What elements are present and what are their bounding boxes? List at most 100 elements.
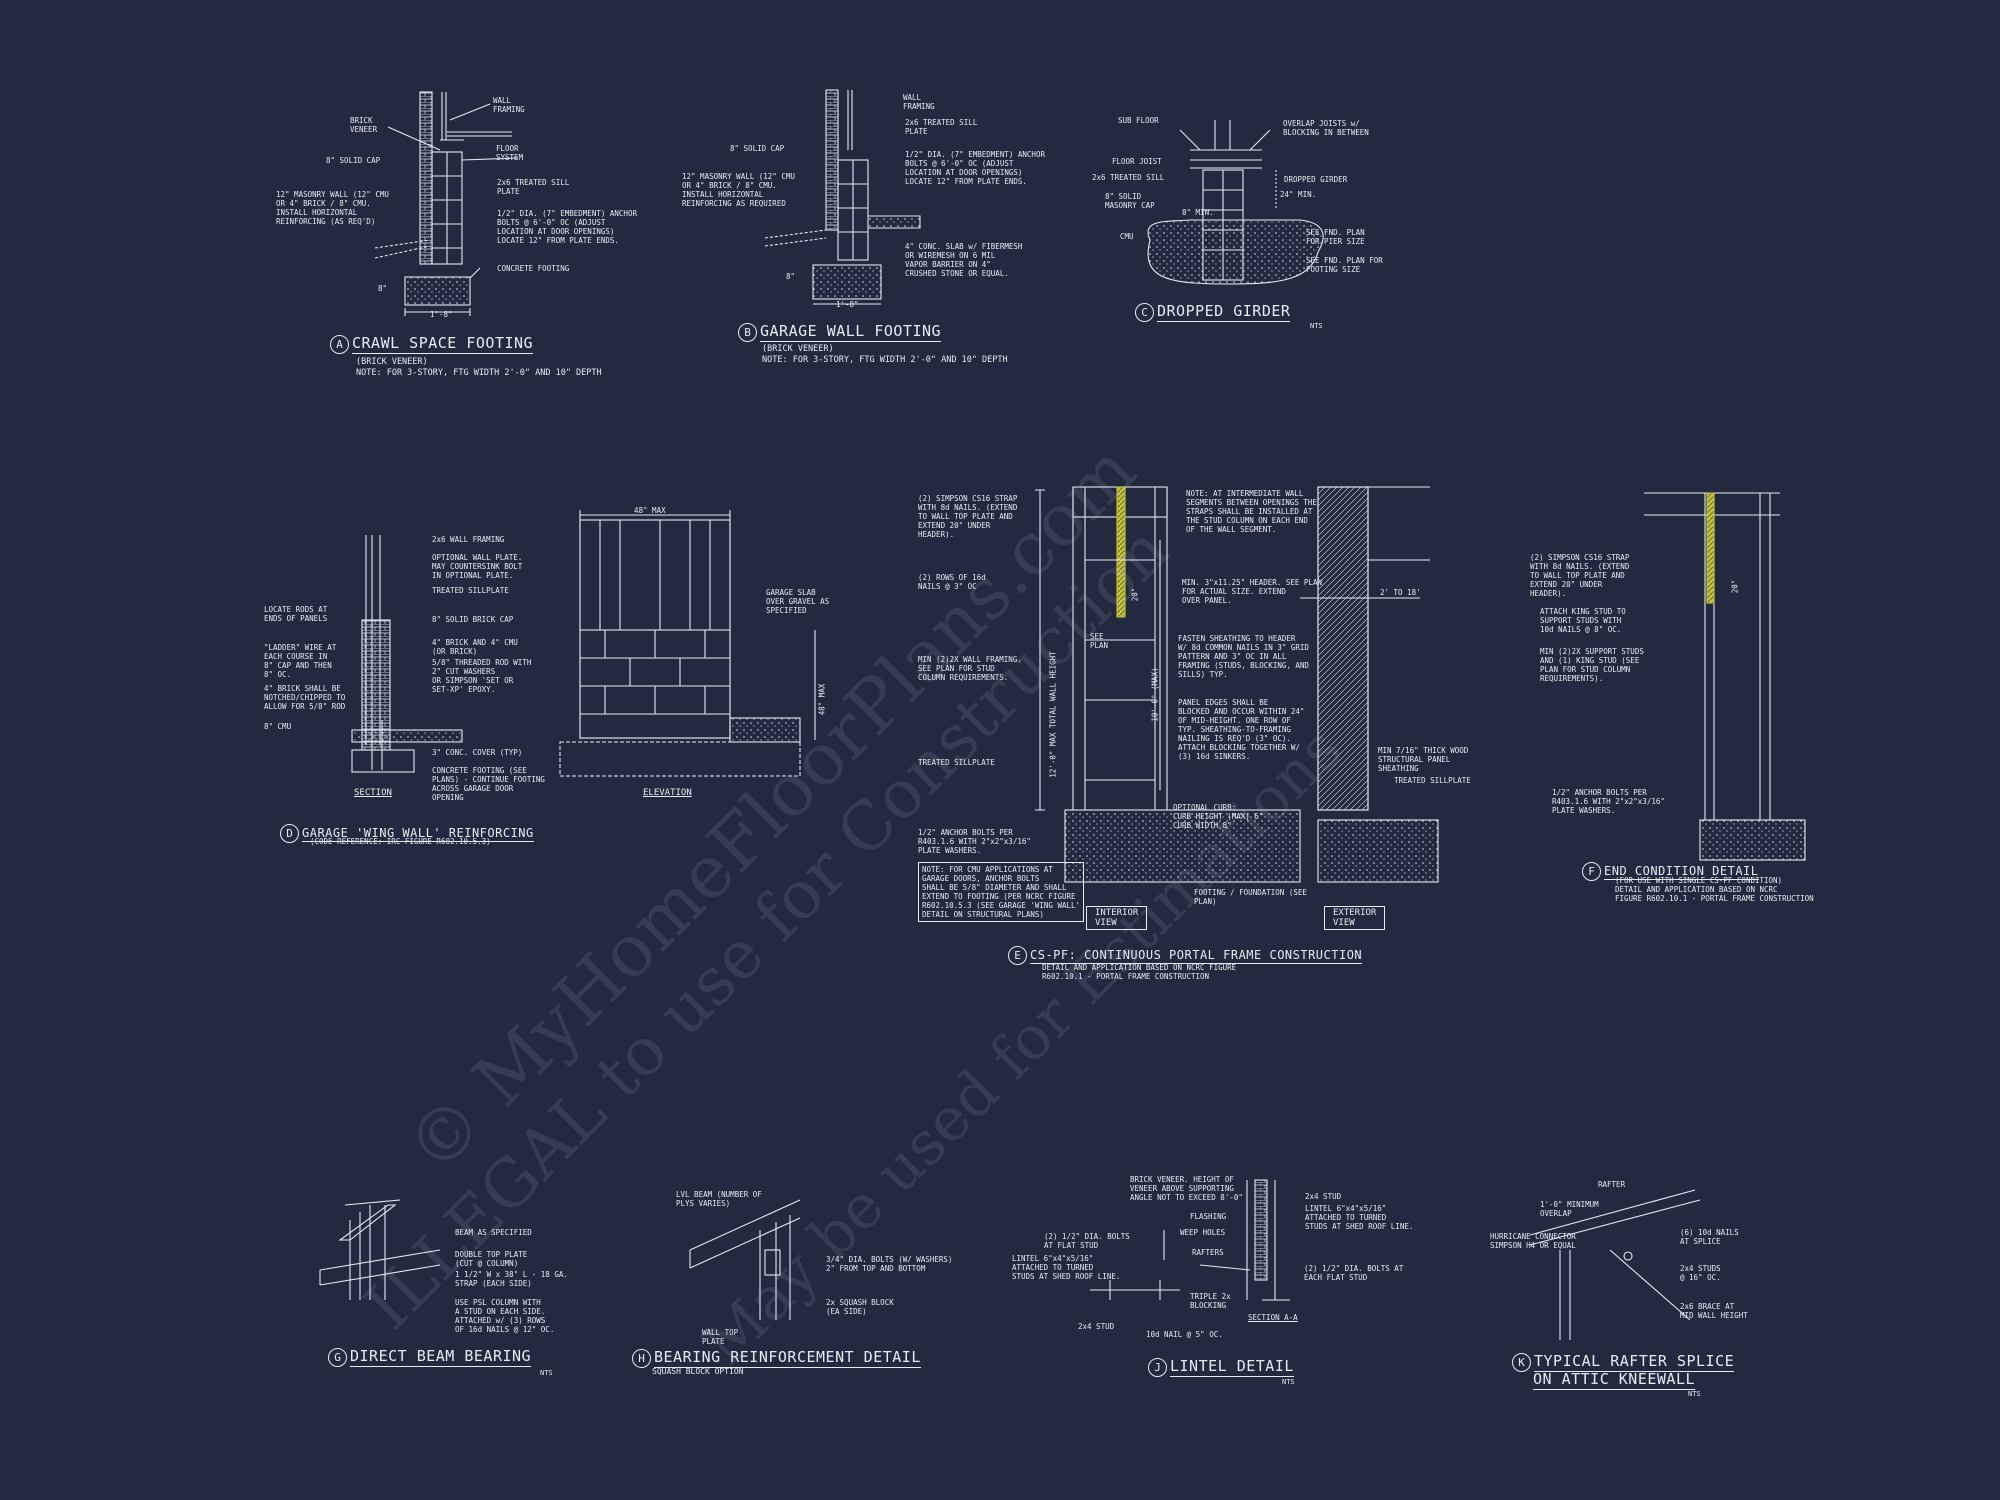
- detail-k-title-2: ON ATTIC KNEEWALL: [1533, 1370, 1696, 1390]
- detail-e-note: FASTEN SHEATHING TO HEADER W/ 8d COMMON …: [1178, 634, 1309, 679]
- detail-h-note: 2x SQUASH BLOCK (EA SIDE): [826, 1298, 894, 1316]
- detail-c-tag: C: [1135, 302, 1154, 322]
- detail-k-note: 2x6 BRACE AT MID WALL HEIGHT: [1680, 1302, 1748, 1320]
- detail-h-note: 3/4" DIA. BOLTS (W/ WASHERS) 2" FROM TOP…: [826, 1255, 953, 1273]
- detail-g-note: DOUBLE TOP PLATE (CUT @ COLUMN): [455, 1250, 528, 1268]
- detail-a-note: FLOOR SYSTEM: [496, 144, 524, 162]
- detail-e-note: OPTIONAL CURB: CURB HEIGHT (MAX) 6" CURB…: [1173, 803, 1264, 830]
- detail-f-tag: F: [1582, 862, 1601, 881]
- detail-k-note: 1'-0" MINIMUM OVERLAP: [1540, 1200, 1599, 1218]
- detail-g-drawing: [319, 1199, 441, 1300]
- detail-k-note: RAFTER: [1598, 1180, 1626, 1189]
- detail-k-nts: NTS: [1688, 1390, 1701, 1398]
- detail-h-name: BEARING REINFORCEMENT DETAIL: [654, 1348, 921, 1368]
- detail-h-title: H BEARING REINFORCEMENT DETAIL: [632, 1348, 921, 1368]
- detail-d-tag: D: [280, 824, 299, 843]
- detail-f-sub2: DETAIL AND APPLICATION BASED ON NCRC: [1615, 885, 1778, 894]
- detail-j-note: 2x4 STUD: [1305, 1192, 1342, 1201]
- detail-d-note: "LADDER" WIRE AT EACH COURSE IN 8" CAP A…: [264, 643, 337, 679]
- detail-c-note: CMU: [1120, 232, 1134, 241]
- detail-d-drawing: [351, 510, 816, 777]
- detail-g-note: USE PSL COLUMN WITH A STUD ON EACH SIDE.…: [455, 1298, 555, 1334]
- detail-j-note: (2) 1/2" DIA. BOLTS AT EACH FLAT STUD: [1304, 1264, 1404, 1282]
- detail-j-name: LINTEL DETAIL: [1170, 1357, 1294, 1377]
- detail-j-tag: J: [1148, 1357, 1167, 1377]
- detail-d-note: 48" MAX: [817, 683, 827, 716]
- detail-f-note: (2) SIMPSON CS16 STRAP WITH 8d NAILS. (E…: [1530, 553, 1630, 598]
- detail-b-note: 2x6 TREATED SILL PLATE: [905, 118, 978, 136]
- detail-d-note: 5/8" THREADED ROD WITH 2" CUT WASHERS OR…: [432, 658, 532, 694]
- detail-b-note: 1'-8": [836, 300, 859, 309]
- detail-k-note: (6) 10d NAILS AT SPLICE: [1680, 1228, 1739, 1246]
- detail-j-note: LINTEL 6"x4"x5/16" ATTACHED TO TURNED ST…: [1305, 1204, 1414, 1231]
- detail-e-note: 1/2" ANCHOR BOLTS PER R403.1.6 WITH 2"x2…: [918, 828, 1031, 855]
- detail-e-note: PANEL EDGES SHALL BE BLOCKED AND OCCUR W…: [1178, 698, 1305, 761]
- detail-e-note: 12'-0" MAX TOTAL WALL HEIGHT: [1048, 651, 1058, 778]
- detail-c-note: SEE FND. PLAN FOR PIER SIZE: [1306, 228, 1365, 246]
- detail-h-note: WALL TOP PLATE: [702, 1328, 739, 1346]
- detail-a-note: 8" SOLID CAP: [326, 156, 381, 165]
- detail-g-note: BEAM AS SPECIFIED: [455, 1228, 532, 1237]
- detail-j-note: SECTION A-A: [1248, 1313, 1298, 1322]
- detail-e-note: MIN 7/16" THICK WOOD STRUCTURAL PANEL SH…: [1378, 746, 1469, 773]
- detail-h-note: LVL BEAM (NUMBER OF PLYS VARIES): [676, 1190, 762, 1208]
- detail-k-note: 2x4 STUDS @ 16" OC.: [1680, 1264, 1721, 1282]
- detail-b-tag: B: [738, 322, 757, 342]
- detail-d-section-label: SECTION: [354, 788, 392, 798]
- detail-d-sub1: (CODE REFERENCE: IRC FIGURE R602.10.5.3): [310, 837, 491, 846]
- detail-k-tag: K: [1512, 1352, 1531, 1372]
- interior-view-label: INTERIOR VIEW: [1086, 906, 1148, 930]
- detail-b-title: B GARAGE WALL FOOTING: [738, 322, 942, 342]
- detail-f-note: 20": [1730, 579, 1740, 594]
- detail-f-sub3: FIGURE R602.10.1 - PORTAL FRAME CONSTRUC…: [1615, 894, 1814, 903]
- detail-b-drawing: [764, 89, 921, 305]
- detail-d-note: TREATED SILLPLATE: [432, 586, 509, 595]
- detail-j-note: BRICK VENEER. HEIGHT OF VENEER ABOVE SUP…: [1130, 1175, 1243, 1202]
- detail-e-note: SEE PLAN: [1090, 632, 1109, 650]
- detail-j-note: FLASHING: [1190, 1212, 1227, 1221]
- detail-c-note: 8" SOLID MASONRY CAP: [1105, 192, 1155, 210]
- detail-c-name: DROPPED GIRDER: [1157, 302, 1291, 322]
- detail-a-sub1: (BRICK VENEER): [356, 357, 428, 367]
- detail-j-note: TRIPLE 2x BLOCKING: [1190, 1292, 1231, 1310]
- detail-j-note: WEEP HOLES: [1180, 1228, 1226, 1237]
- detail-f-note: 1/2" ANCHOR BOLTS PER R403.1.6 WITH 2"x2…: [1552, 788, 1665, 815]
- detail-k-note: HURRICANE CONNECTOR SIMPSON H4 OR EQUAL: [1490, 1232, 1576, 1250]
- detail-a-note: CONCRETE FOOTING: [497, 264, 570, 273]
- detail-e-note: TREATED SILLPLATE: [1394, 776, 1471, 785]
- detail-e-note: MIN. 3"x11.25" HEADER. SEE PLAN FOR ACTU…: [1182, 578, 1322, 605]
- detail-d-title: D GARAGE 'WING WALL' REINFORCING: [280, 824, 534, 843]
- detail-j-title: J LINTEL DETAIL: [1148, 1357, 1294, 1377]
- detail-e-note: 10'-0" (MAX): [1150, 667, 1160, 722]
- detail-c-title: C DROPPED GIRDER: [1135, 302, 1291, 322]
- detail-c-note: 2x6 TREATED SILL: [1092, 173, 1165, 182]
- detail-d-note: 3" CONC. COVER (TYP): [432, 748, 523, 757]
- detail-a-note: 1/2" DIA. (7" EMBEDMENT) ANCHOR BOLTS @ …: [497, 209, 637, 245]
- detail-c-drawing: [1147, 120, 1324, 285]
- detail-b-note: WALL FRAMING: [903, 93, 935, 111]
- detail-e-note: MIN (2)2X WALL FRAMING. SEE PLAN FOR STU…: [918, 655, 1022, 682]
- detail-e-note: (2) SIMPSON CS16 STRAP WITH 8d NAILS. (E…: [918, 494, 1018, 539]
- detail-c-note: OVERLAP JOISTS w/ BLOCKING IN BETWEEN: [1283, 119, 1369, 137]
- detail-f-note: ATTACH KING STUD TO SUPPORT STUDS WITH 1…: [1540, 607, 1626, 634]
- detail-g-note: 1 1/2" W x 38" L - 18 GA. STRAP (EACH SI…: [455, 1270, 568, 1288]
- detail-h-tag: H: [632, 1348, 651, 1368]
- detail-k-title: K TYPICAL RAFTER SPLICE: [1512, 1352, 1735, 1372]
- detail-a-title: A CRAWL SPACE FOOTING: [330, 334, 534, 354]
- detail-c-note: FLOOR JOIST: [1112, 157, 1162, 166]
- detail-d-note: 2x6 WALL FRAMING: [432, 535, 505, 544]
- detail-j-nts: NTS: [1282, 1378, 1295, 1386]
- detail-j-note: 10d NAIL @ 5" OC.: [1146, 1330, 1223, 1339]
- detail-e-note: (2) ROWS OF 16d NAILS @ 3" OC: [918, 573, 986, 591]
- detail-a-note: 1'-8": [430, 310, 453, 319]
- detail-d-note: CONCRETE FOOTING (SEE PLANS) - CONTINUE …: [432, 766, 545, 802]
- detail-a-sub2: NOTE: FOR 3-STORY, FTG WIDTH 2'-0" AND 1…: [356, 368, 602, 378]
- detail-f-sub1: (FOR USE WITH SINGLE CS-PF CONDITION): [1615, 876, 1783, 885]
- detail-j-note: LINTEL 6"x4"x5/16" ATTACHED TO TURNED ST…: [1012, 1254, 1121, 1281]
- detail-j-note: 2x4 STUD: [1078, 1322, 1115, 1331]
- detail-c-note: 24" MIN.: [1280, 190, 1317, 199]
- detail-f-name: END CONDITION DETAIL: [1604, 863, 1759, 880]
- detail-k-name-1: TYPICAL RAFTER SPLICE: [1534, 1352, 1735, 1372]
- detail-e-note: FOOTING / FOUNDATION (SEE PLAN): [1194, 888, 1307, 906]
